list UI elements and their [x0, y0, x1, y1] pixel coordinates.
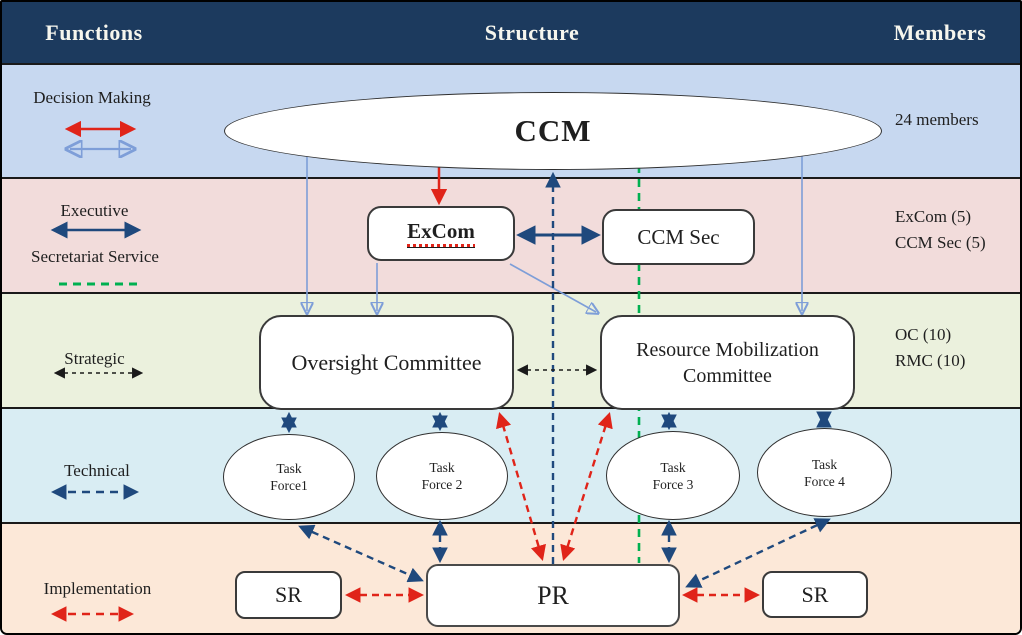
node-oversight-committee-label: Oversight Committee: [291, 349, 482, 375]
node-task-force-2: Task Force 2: [376, 432, 508, 520]
column-title-functions: Functions: [45, 20, 143, 45]
members-rmc: RMC (10): [895, 351, 966, 370]
node-task-force-3-line2: Force 3: [652, 476, 694, 492]
node-ccm-label: CCM: [514, 113, 592, 148]
node-oversight-committee: Oversight Committee: [259, 315, 514, 410]
arrow-tf1-pr: [298, 524, 424, 583]
node-sr-left-label: SR: [275, 582, 302, 607]
node-task-force-4: Task Force 4: [757, 428, 892, 517]
node-ccm-sec: CCM Sec: [602, 209, 755, 265]
members-ccm: 24 members: [895, 110, 979, 129]
arrow-pr-oc-red-dashed: [496, 412, 546, 561]
node-task-force-3-line1: Task: [660, 459, 686, 475]
node-task-force-2-line1: Task: [429, 460, 455, 475]
members-excom: ExCom (5): [895, 207, 972, 226]
column-title-members: Members: [893, 20, 987, 45]
node-task-force-1: Task Force1: [223, 434, 355, 520]
node-sr-left: SR: [235, 571, 342, 619]
function-label-secretariat-service: Secretariat Service: [31, 247, 159, 266]
node-task-force-4-line2: Force 4: [804, 473, 845, 489]
node-ccm: CCM: [224, 92, 882, 170]
node-excom-label: ExCom: [407, 219, 475, 249]
node-sr-right-label: SR: [801, 581, 829, 607]
function-label-decision-making: Decision Making: [33, 88, 151, 107]
node-task-force-2-line2: Force 2: [421, 477, 463, 492]
members-oc: OC (10): [895, 325, 952, 344]
node-ccm-sec-label: CCM Sec: [637, 224, 720, 249]
node-pr-label: PR: [537, 580, 569, 610]
function-label-technical: Technical: [64, 461, 130, 480]
arrow-tf4-pr: [685, 518, 831, 588]
node-rmc-label-line1: Resource Mobilization: [636, 338, 819, 361]
node-excom: ExCom: [367, 206, 515, 261]
column-title-structure: Structure: [484, 20, 580, 45]
function-label-strategic: Strategic: [64, 349, 125, 368]
node-task-force-1-line2: Force1: [270, 478, 308, 493]
node-sr-right: SR: [762, 571, 868, 618]
node-pr: PR: [426, 564, 680, 627]
node-task-force-3: Task Force 3: [606, 431, 740, 520]
members-ccm-sec: CCM Sec (5): [895, 233, 986, 252]
node-task-force-4-line1: Task: [811, 456, 838, 472]
node-resource-mobilization-committee: Resource Mobilization Committee: [600, 315, 855, 410]
node-rmc-label-line2: Committee: [683, 364, 772, 387]
node-task-force-1-line1: Task: [276, 461, 302, 476]
header-band: [2, 2, 1020, 63]
function-label-implementation: Implementation: [43, 579, 152, 598]
arrow-pr-rmc-red-dashed: [560, 412, 613, 561]
function-label-executive: Executive: [60, 201, 129, 220]
